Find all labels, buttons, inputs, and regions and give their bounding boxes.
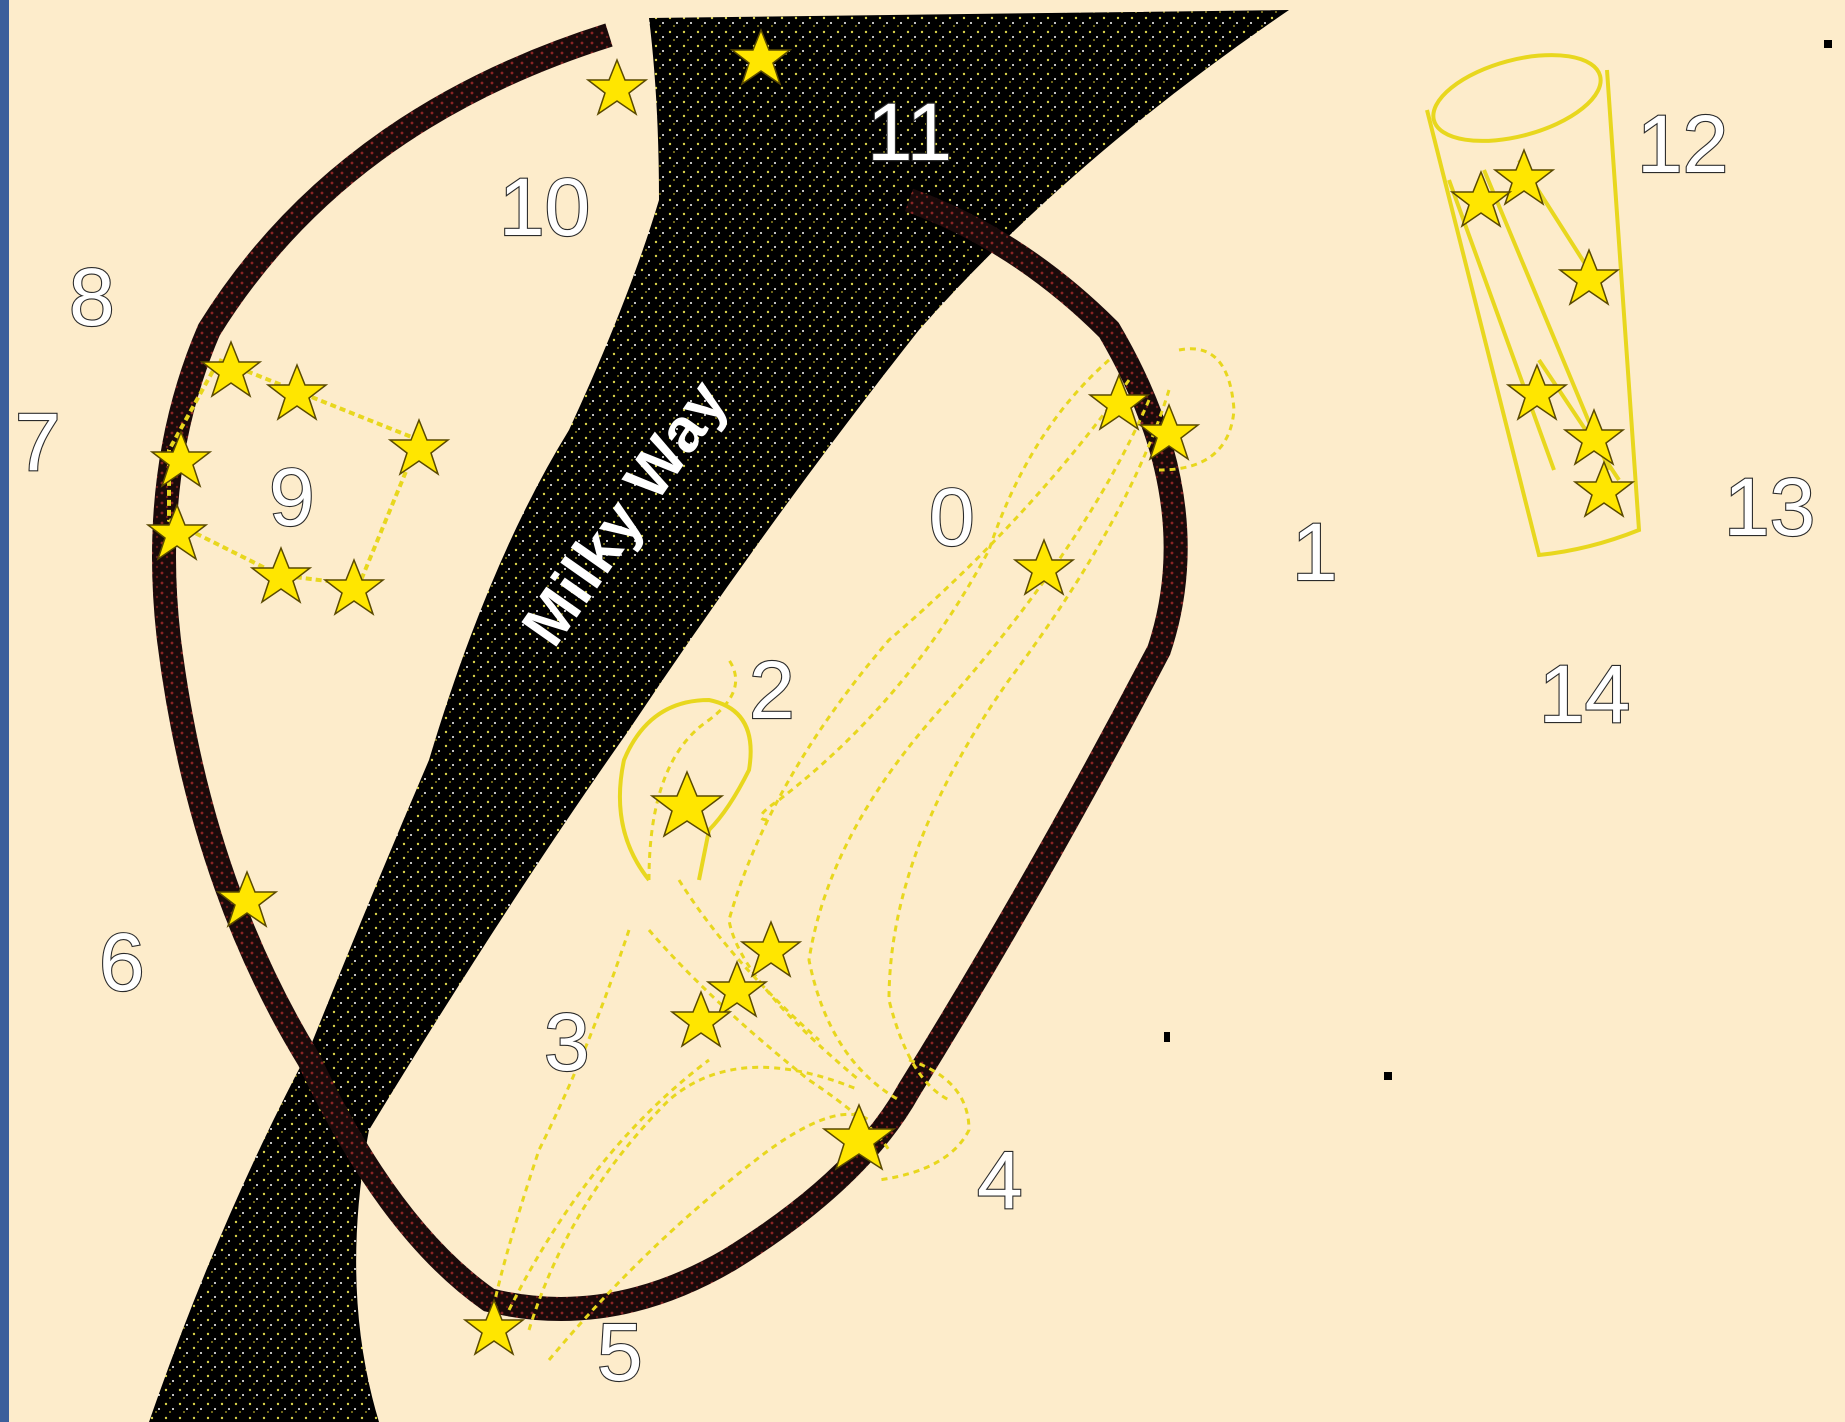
star-marker [1560,250,1618,304]
star-marker [268,365,326,419]
star-marker [672,992,730,1046]
star-marker [1015,540,1073,594]
speck [1824,40,1832,48]
label-4: 4 [977,1135,1023,1226]
label-11: 11 [867,87,952,178]
label-9: 9 [269,452,315,543]
star-marker [588,60,646,114]
star-marker [252,548,310,602]
label-5: 5 [597,1307,643,1398]
label-7: 7 [15,397,61,488]
speck [1164,1032,1170,1042]
label-10: 10 [499,162,590,253]
star-marker [1508,365,1566,419]
star-marker [742,922,800,976]
label-13: 13 [1724,462,1815,553]
speck [1384,1072,1392,1080]
label-3: 3 [544,997,590,1088]
label-14: 14 [1539,649,1630,740]
star-marker [390,420,448,474]
label-1: 1 [1292,507,1338,598]
label-2: 2 [749,645,795,736]
left-edge-bar [0,0,9,1422]
label-0: 0 [929,472,975,563]
star-marker [325,560,383,614]
label-8: 8 [69,252,115,343]
label-6: 6 [99,917,145,1008]
star-marker [1565,410,1623,464]
label-12: 12 [1637,99,1728,190]
constellation-diagram: Milky Way 0 1 2 3 4 5 6 7 8 9 10 11 12 1… [9,0,1845,1422]
star-marker [1575,462,1633,516]
